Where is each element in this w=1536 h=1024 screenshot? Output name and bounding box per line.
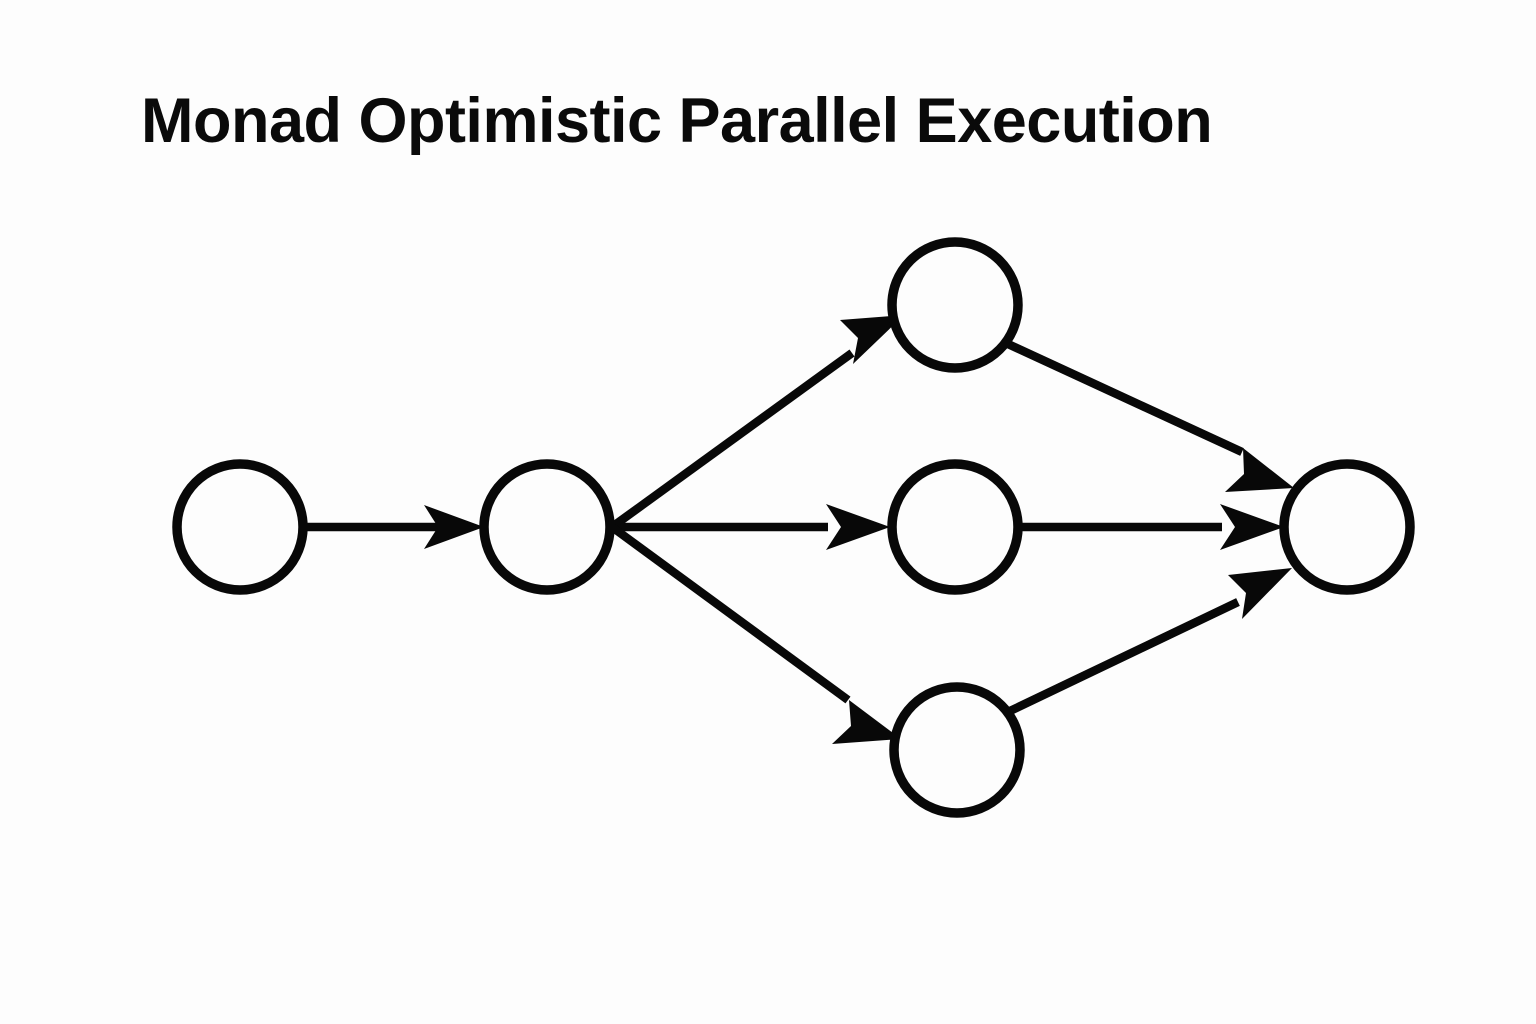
- edge-line: [1008, 598, 1240, 715]
- node-start[interactable]: [172, 459, 308, 595]
- node-scheduler[interactable]: [479, 459, 615, 595]
- arrowhead-icon: [1220, 504, 1284, 550]
- graph-edges: [303, 315, 1294, 744]
- arrowhead-icon: [840, 315, 904, 364]
- node-parallel-bottom[interactable]: [889, 682, 1025, 818]
- arrowhead-icon: [1228, 568, 1292, 619]
- edge-line: [609, 349, 855, 531]
- arrowhead-icon: [1225, 448, 1294, 492]
- edge-scheduler-to-top: [609, 315, 904, 531]
- edge-scheduler-to-middle: [612, 504, 890, 550]
- edge-top-to-commit: [1006, 340, 1294, 492]
- edge-start-to-scheduler: [303, 505, 484, 549]
- node-parallel-middle[interactable]: [887, 459, 1023, 595]
- edge-line: [609, 523, 851, 704]
- page-title: Monad Optimistic Parallel Execution: [141, 86, 1213, 156]
- edge-scheduler-to-bottom: [609, 523, 901, 744]
- node-parallel-top[interactable]: [887, 237, 1023, 373]
- arrowhead-icon: [424, 505, 484, 549]
- arrowhead-icon: [826, 504, 890, 550]
- graph-nodes: [172, 237, 1415, 818]
- edge-line: [1006, 340, 1244, 456]
- arrowhead-icon: [832, 700, 901, 744]
- edge-middle-to-commit: [1018, 504, 1284, 550]
- node-commit[interactable]: [1279, 459, 1415, 595]
- edge-bottom-to-commit: [1008, 568, 1292, 715]
